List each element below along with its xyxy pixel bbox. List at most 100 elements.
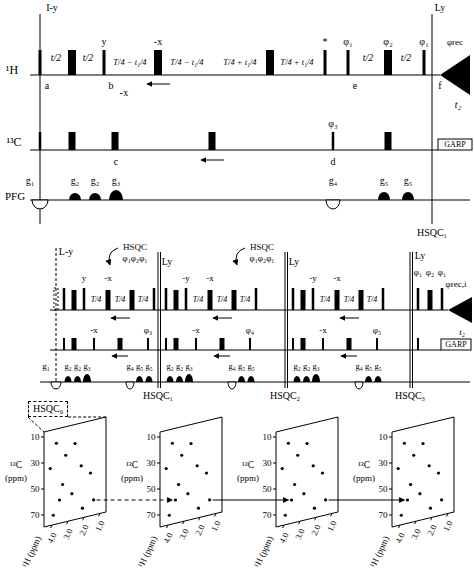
time-marker bbox=[287, 252, 288, 388]
cross-peak bbox=[421, 442, 424, 445]
cross-peak bbox=[409, 483, 412, 486]
sequence-label: φ₁ bbox=[414, 268, 422, 277]
gradient-label: g₅ bbox=[238, 362, 245, 371]
cross-peak bbox=[293, 483, 296, 486]
time-marker bbox=[160, 252, 161, 388]
axis-tick-label: 3.0 bbox=[62, 528, 74, 541]
cross-peak bbox=[397, 467, 400, 470]
rf-pulse bbox=[347, 338, 352, 350]
gradient-label: g₂ bbox=[71, 176, 80, 186]
gradient-label: g₂ bbox=[166, 362, 173, 371]
cross-peak bbox=[324, 498, 327, 501]
axis-tick-label: 3.0 bbox=[294, 528, 306, 541]
sequence-label: T/4 bbox=[193, 296, 204, 304]
time-marker bbox=[285, 252, 286, 388]
rf-pulse bbox=[359, 290, 364, 310]
rf-pulse bbox=[417, 288, 420, 310]
axis-tick bbox=[83, 517, 85, 520]
time-marker bbox=[40, 14, 41, 224]
gradient-label: g₂ bbox=[91, 176, 100, 186]
sequence-label: * bbox=[323, 37, 328, 47]
rf-pulse bbox=[322, 338, 324, 350]
gradient-pulse bbox=[69, 193, 81, 200]
gradient-label: g₂ bbox=[74, 362, 81, 371]
sequence-label: T/4 + t₁/4 bbox=[280, 58, 313, 67]
rf-pulse bbox=[147, 338, 149, 350]
sequence-label: T/4 bbox=[115, 296, 126, 304]
cross-peak bbox=[208, 498, 211, 501]
rf-pulse bbox=[63, 338, 65, 350]
gradient-label: g₄ bbox=[329, 176, 338, 186]
sequence-label: y bbox=[102, 37, 107, 47]
axis-tick-label: 4.0 bbox=[278, 531, 290, 544]
cross-peak bbox=[312, 464, 315, 467]
transfer-arrow bbox=[213, 500, 289, 501]
gradient-pulse bbox=[355, 382, 363, 389]
cross-peak bbox=[177, 483, 180, 486]
axis-title: ¹H (ppm) bbox=[369, 535, 391, 569]
axis-tick bbox=[447, 513, 449, 516]
axis-tick-label: 4.0 bbox=[162, 531, 174, 544]
cross-peak bbox=[428, 464, 431, 467]
axis-tick-label: 30 bbox=[147, 459, 156, 468]
shift-arrow bbox=[201, 160, 224, 161]
gradient-label: g₂ bbox=[176, 362, 183, 371]
axis-tick-label: 50 bbox=[263, 485, 272, 494]
cross-peak bbox=[49, 467, 52, 470]
sequence-label: t₂ bbox=[455, 100, 461, 110]
sequence-label: φrec bbox=[447, 38, 463, 47]
gradient-label: g₅ bbox=[145, 362, 152, 371]
channel-label: ¹³C bbox=[6, 136, 21, 148]
sequence-label: -x bbox=[192, 326, 200, 335]
cross-peak bbox=[412, 454, 415, 457]
sequence-label: -x bbox=[319, 326, 327, 335]
axis-tick bbox=[67, 521, 69, 524]
sequence-label: φ₅ bbox=[373, 326, 381, 335]
channel-line bbox=[30, 150, 438, 151]
axis-title: ¹³C bbox=[242, 461, 254, 471]
axis-tick-label: 10 bbox=[379, 433, 388, 442]
sequence-label: T/4 bbox=[320, 296, 331, 304]
rf-pulse bbox=[292, 338, 294, 350]
cross-peak bbox=[89, 471, 92, 474]
callout-label: φ₁φ₂φ₁ bbox=[123, 254, 148, 263]
gradient-pulse bbox=[303, 376, 310, 382]
sequence-label: f bbox=[438, 81, 441, 91]
cross-peak bbox=[92, 498, 95, 501]
shift-arrow bbox=[340, 318, 359, 319]
time-marker bbox=[432, 14, 433, 224]
axis-tick bbox=[389, 463, 392, 464]
axis-tick bbox=[273, 489, 276, 490]
cross-peak bbox=[58, 498, 61, 501]
cross-peak bbox=[70, 492, 73, 495]
axis-tick-label: 30 bbox=[379, 459, 388, 468]
gradient-pulse bbox=[83, 374, 91, 382]
rf-pulse bbox=[165, 338, 167, 350]
cross-peak bbox=[400, 514, 403, 517]
axis-tick bbox=[51, 525, 53, 528]
rf-pulse bbox=[39, 50, 42, 75]
decoupling-box bbox=[438, 139, 472, 150]
sequence-label: T/4 + t₁/4 bbox=[223, 58, 256, 67]
perspective-line bbox=[28, 417, 44, 432]
rf-pulse bbox=[195, 338, 197, 350]
shift-arrow bbox=[341, 356, 357, 357]
sequence-label: t/2 bbox=[401, 53, 412, 63]
cross-peak bbox=[171, 442, 174, 445]
axis-tick-label: 2.0 bbox=[78, 524, 90, 537]
gradient-pulse bbox=[185, 374, 193, 382]
cross-peak bbox=[406, 498, 409, 501]
callout-arrow bbox=[109, 248, 118, 265]
gradient-pulse bbox=[65, 376, 72, 382]
gradient-pulse bbox=[228, 382, 236, 389]
fid-signal bbox=[440, 55, 470, 95]
shift-arrow bbox=[213, 318, 232, 319]
gradient-label: g₁ bbox=[42, 362, 50, 371]
gradient-label: g₃ bbox=[83, 362, 90, 371]
axis-tick-label: 3.0 bbox=[178, 528, 190, 541]
cross-peak bbox=[287, 442, 290, 445]
axis-tick bbox=[431, 517, 433, 520]
sequence-label: Ly bbox=[162, 257, 173, 267]
axis-tick bbox=[215, 513, 217, 516]
fid-signal bbox=[448, 297, 472, 323]
